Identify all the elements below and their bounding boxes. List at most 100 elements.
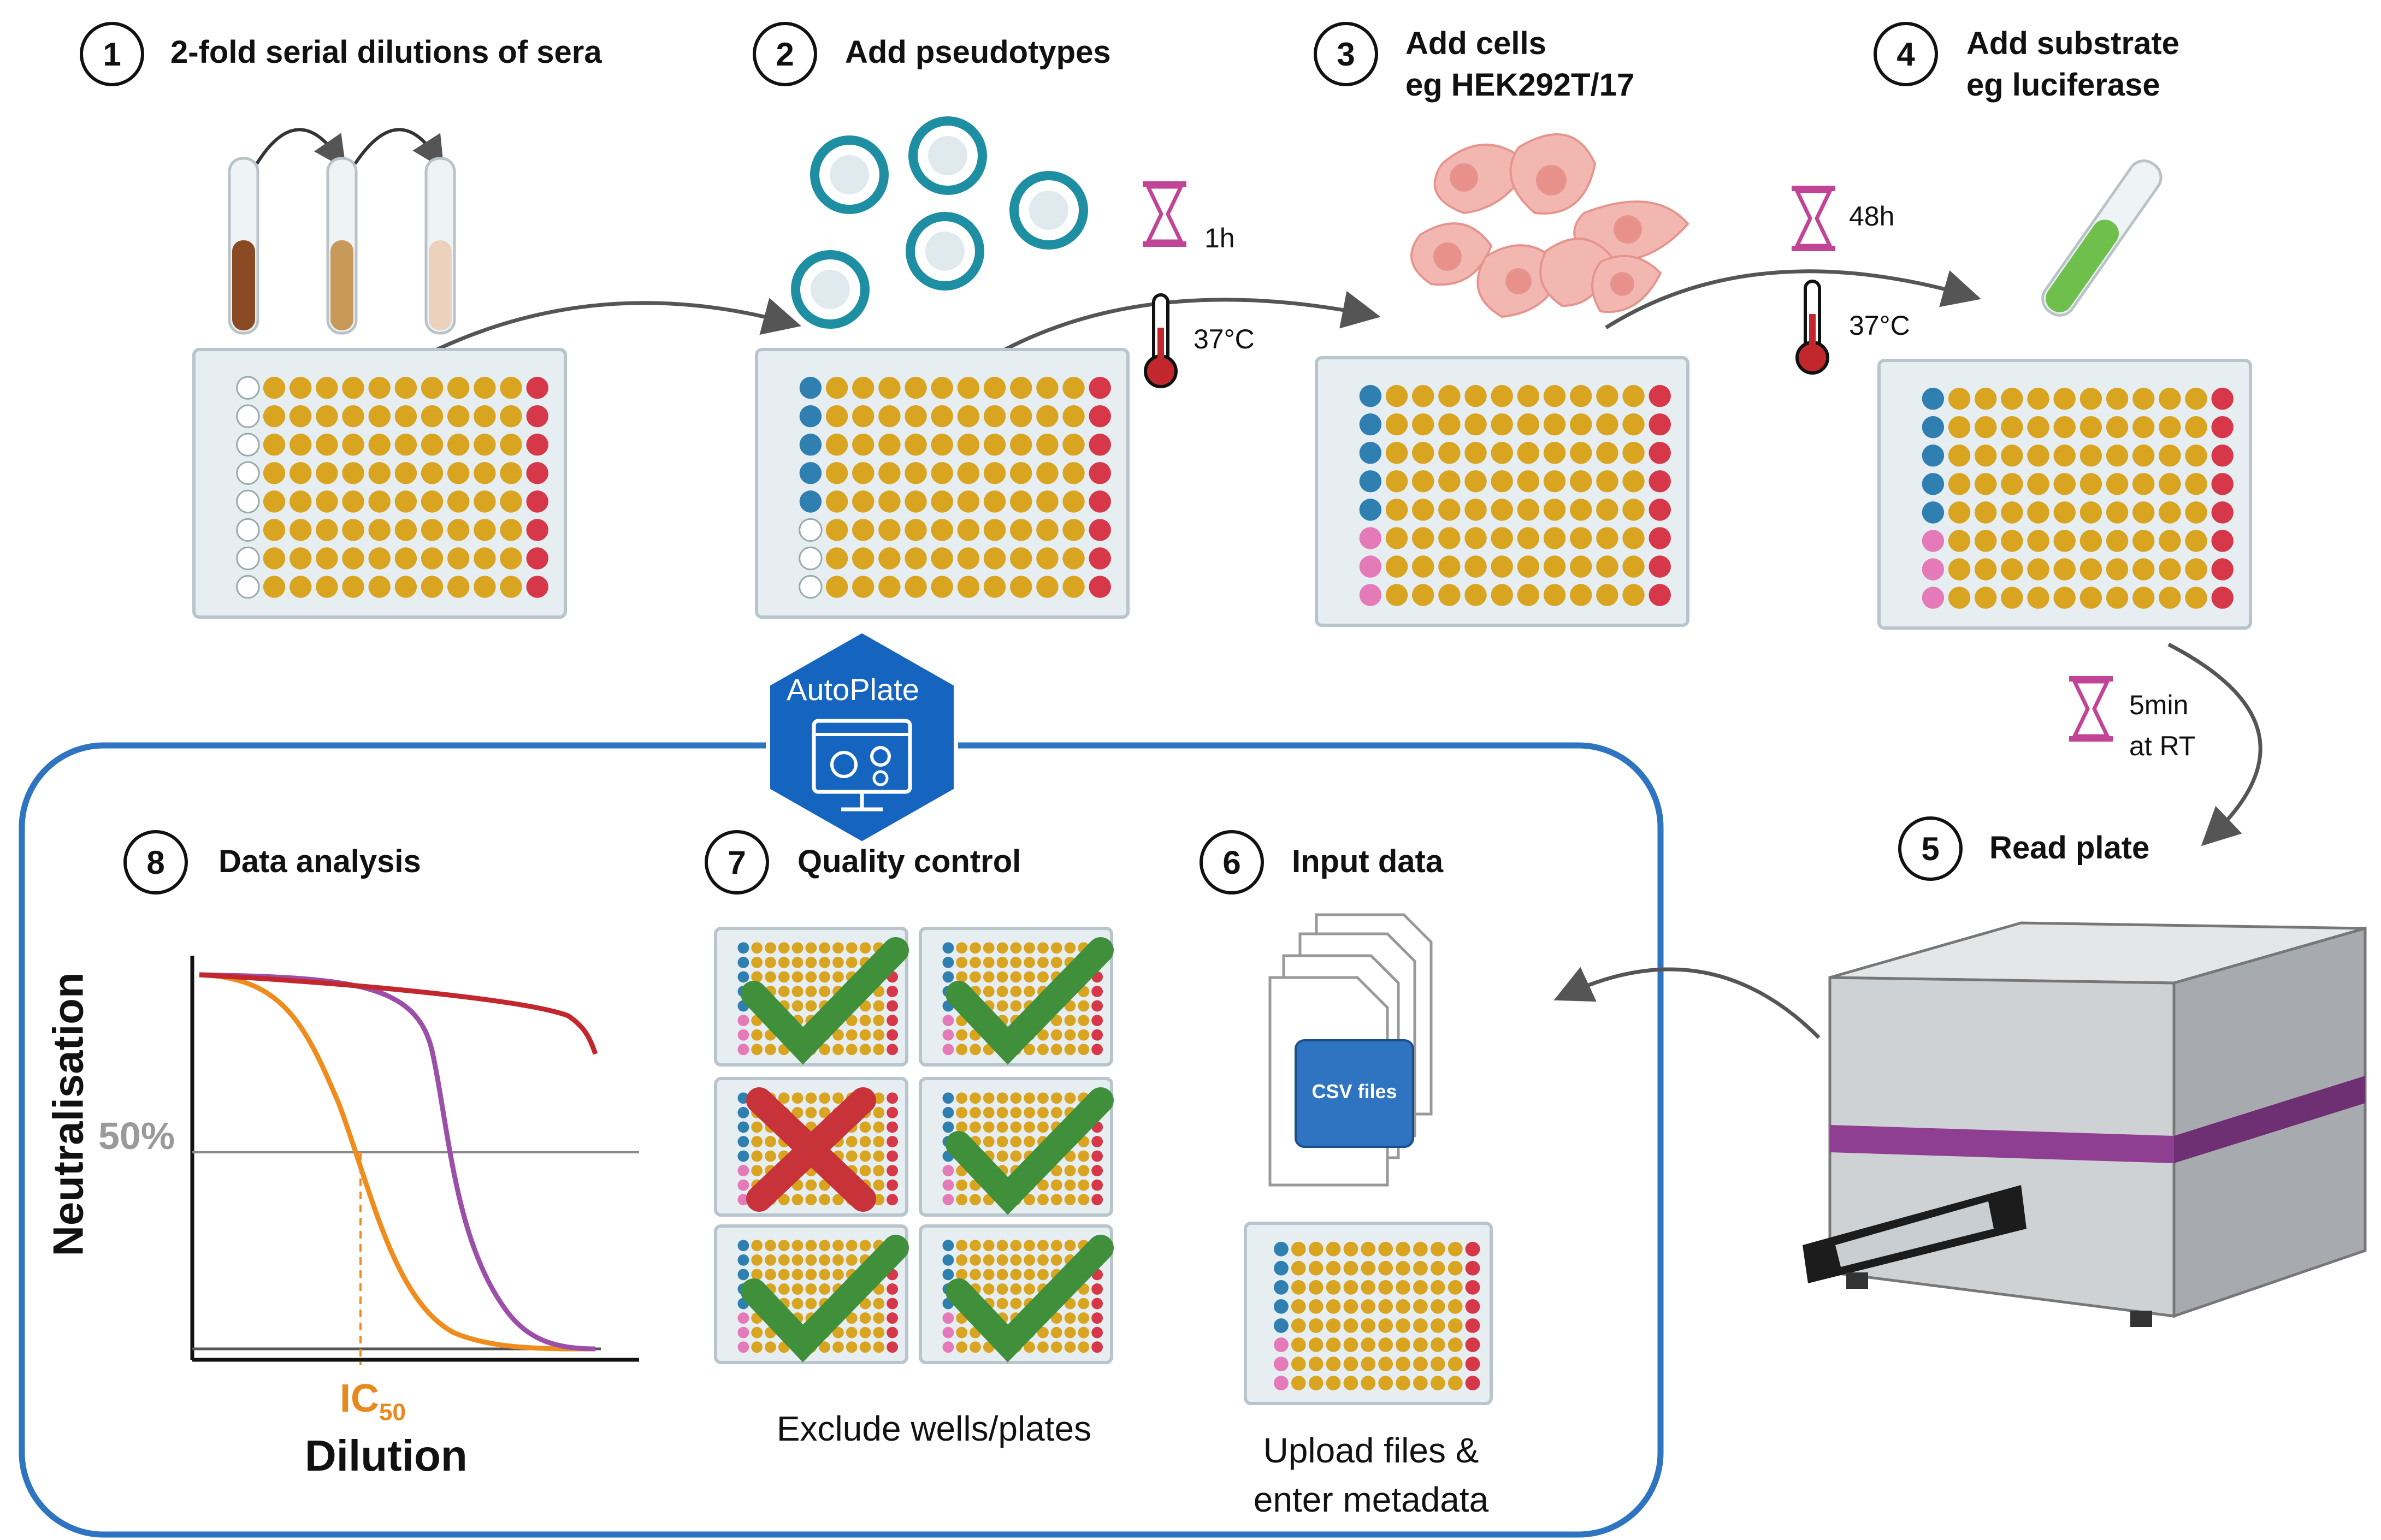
well <box>1037 1029 1049 1041</box>
well <box>474 434 496 456</box>
well <box>2001 387 2023 410</box>
well <box>957 405 980 428</box>
well <box>2159 445 2181 467</box>
well <box>970 971 981 983</box>
well <box>1491 413 1513 436</box>
well <box>852 405 875 428</box>
well <box>878 462 901 484</box>
well <box>1649 413 1671 436</box>
well <box>942 1044 954 1056</box>
well <box>846 956 858 968</box>
well <box>1078 1150 1090 1162</box>
well <box>805 942 817 954</box>
well <box>2053 473 2076 495</box>
well <box>1396 1357 1410 1371</box>
well <box>819 956 831 968</box>
well <box>832 1092 844 1104</box>
well <box>526 490 548 513</box>
well <box>737 942 749 954</box>
well <box>1622 413 1645 436</box>
well <box>1447 1318 1463 1333</box>
well <box>737 1044 749 1056</box>
well <box>970 1106 981 1118</box>
well <box>1291 1260 1306 1276</box>
well <box>368 462 391 484</box>
virion <box>810 135 889 214</box>
well <box>500 519 522 541</box>
well <box>983 1240 995 1252</box>
well <box>2132 445 2155 467</box>
well <box>2053 530 2076 552</box>
well <box>1622 584 1645 606</box>
well <box>289 547 312 570</box>
well <box>957 519 980 541</box>
well <box>956 1240 968 1252</box>
well <box>526 376 548 399</box>
curve-purple <box>199 972 596 1352</box>
well <box>2079 501 2102 524</box>
well <box>996 1121 1008 1133</box>
well <box>1024 1283 1036 1295</box>
well <box>1649 527 1671 549</box>
well <box>957 576 980 598</box>
well <box>819 942 831 954</box>
well <box>942 1121 954 1133</box>
well <box>1569 555 1592 578</box>
well <box>421 576 444 598</box>
well <box>1649 384 1671 407</box>
well <box>2106 558 2129 581</box>
well <box>1308 1299 1324 1314</box>
well <box>791 1283 803 1295</box>
input-caption-line2: enter metadata <box>1253 1480 1489 1519</box>
well <box>263 462 286 484</box>
well <box>751 1044 763 1056</box>
well <box>931 376 953 399</box>
well <box>1291 1299 1306 1314</box>
well <box>1024 1136 1036 1147</box>
well <box>873 1326 885 1338</box>
well <box>1050 1044 1062 1056</box>
well <box>983 547 1006 570</box>
well <box>2027 387 2049 410</box>
qc-plate <box>714 1224 908 1364</box>
well <box>791 1000 803 1012</box>
well <box>751 942 763 954</box>
well <box>1622 499 1645 521</box>
well <box>983 434 1006 456</box>
well <box>2106 587 2129 609</box>
well <box>1622 555 1645 578</box>
well <box>931 462 953 484</box>
well <box>931 405 953 428</box>
well <box>956 1044 968 1056</box>
well <box>859 1121 871 1133</box>
well <box>737 1165 749 1177</box>
well <box>1050 956 1062 968</box>
well <box>1361 1318 1376 1333</box>
well <box>957 376 980 399</box>
well <box>1491 499 1513 521</box>
well <box>1359 584 1382 606</box>
well <box>526 434 548 456</box>
well <box>500 547 522 570</box>
well <box>2211 416 2234 439</box>
well <box>2106 501 2129 524</box>
well <box>832 1029 844 1041</box>
well <box>878 405 901 428</box>
well <box>1036 376 1059 399</box>
well <box>852 547 875 570</box>
arrow-4-to-5 <box>2167 642 2262 846</box>
well <box>1091 986 1103 997</box>
well <box>2106 416 2129 439</box>
well <box>1091 1312 1103 1324</box>
well <box>1343 1260 1358 1276</box>
well <box>1024 956 1036 968</box>
well <box>394 576 417 598</box>
well <box>394 490 417 513</box>
well <box>1009 434 1032 456</box>
well <box>1948 558 1971 581</box>
well <box>1649 584 1671 606</box>
well <box>2001 530 2023 552</box>
csv-files-label: CSV files <box>1311 1080 1397 1103</box>
